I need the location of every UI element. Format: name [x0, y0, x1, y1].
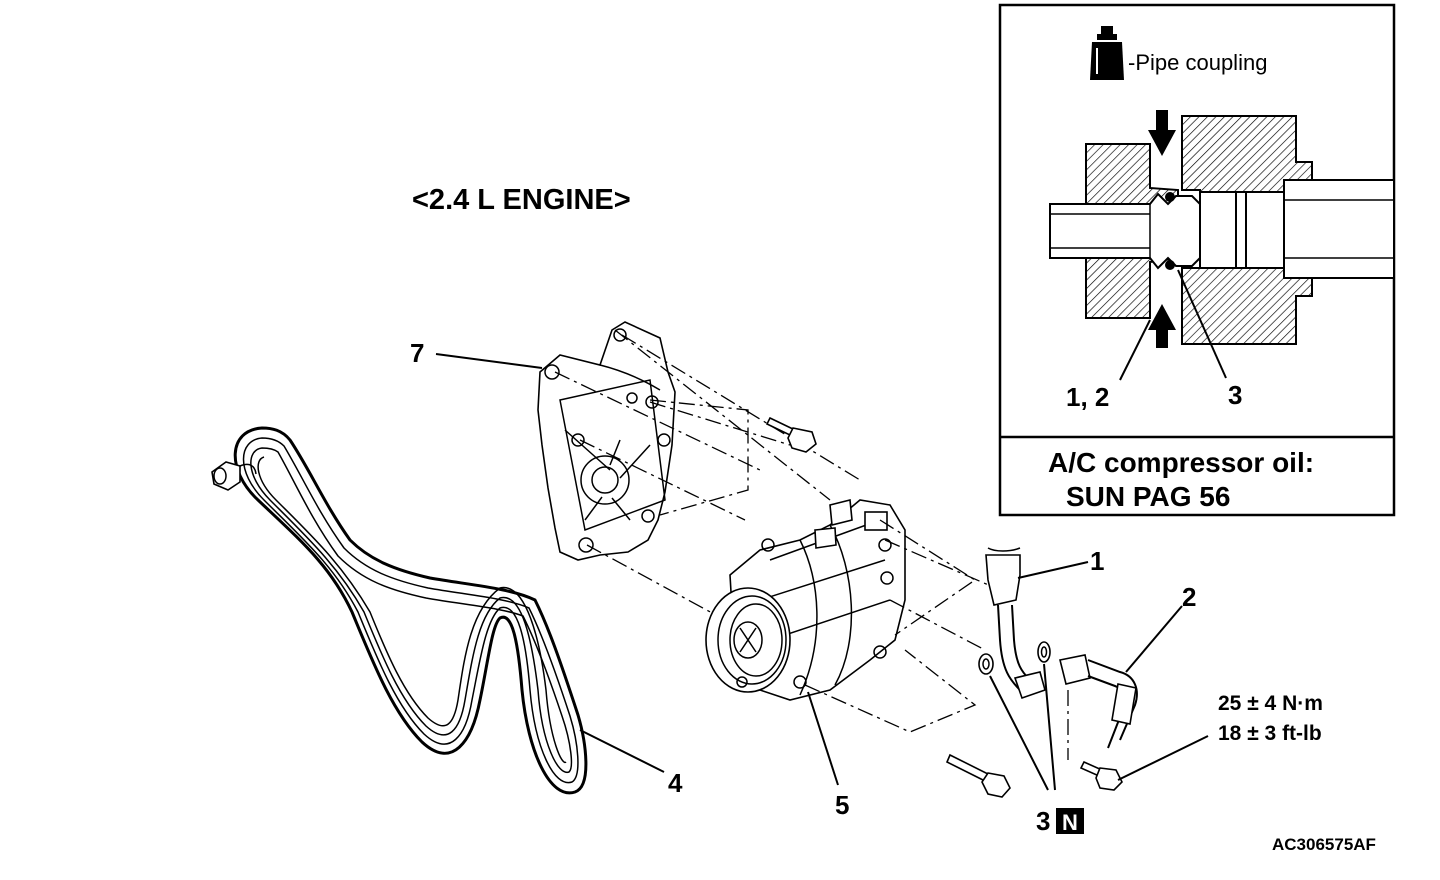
callout-1: 1: [1090, 546, 1104, 576]
leader-7: [435, 353, 543, 369]
pipe-1: [985, 547, 1046, 700]
detail-inset: -Pipe coupling 1, 2 3: [998, 3, 1396, 517]
pipe-bolt: [1067, 690, 1123, 791]
arrow-down-icon: [1148, 110, 1176, 156]
arrow-up-icon: [1148, 304, 1176, 348]
leader-2: [1125, 605, 1183, 673]
new-part-badge-text: N: [1062, 810, 1078, 835]
leader-5: [807, 691, 839, 786]
lower-bolt: [945, 753, 1011, 798]
ac-compressor: [705, 498, 906, 701]
callout-5: 5: [835, 790, 849, 820]
callout-2: 2: [1182, 582, 1196, 612]
inset-leader-3: [1177, 269, 1227, 379]
inset-leader-12: [1119, 319, 1151, 381]
oil-name: SUN PAG 56: [1066, 481, 1230, 512]
callout-3: 3: [1036, 806, 1050, 836]
drive-belt: [233, 426, 588, 795]
alignment-lines-bracket: [554, 329, 861, 621]
legend-text: -Pipe coupling: [1128, 50, 1267, 75]
fitting: [211, 461, 257, 491]
pipe-2: [1059, 654, 1138, 749]
callout-7: 7: [410, 338, 424, 368]
o-rings: [978, 641, 1051, 675]
leader-1: [1017, 561, 1089, 579]
alignment-lines-lower: [804, 519, 1001, 733]
torque-metric: 25 ± 4 N·m: [1218, 692, 1323, 715]
inset-label-3: 3: [1228, 380, 1242, 410]
leader-torque: [1117, 735, 1209, 781]
engine-label: <2.4 L ENGINE>: [412, 184, 631, 216]
upper-bolt: [765, 416, 817, 453]
torque-imperial: 18 ± 3 ft-lb: [1218, 722, 1322, 745]
leader-4: [579, 729, 665, 773]
compressor-bracket: [537, 321, 676, 561]
inset-label-12: 1, 2: [1066, 382, 1109, 412]
new-part-badge: [1056, 808, 1084, 834]
figure-id: AC306575AF: [1272, 835, 1376, 854]
oil-title: A/C compressor oil:: [1048, 447, 1314, 478]
oil-can-icon: [1090, 26, 1124, 80]
callout-4: 4: [668, 768, 683, 798]
leader-3: [989, 663, 1056, 791]
